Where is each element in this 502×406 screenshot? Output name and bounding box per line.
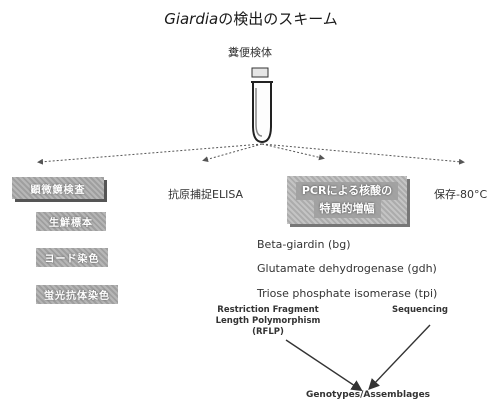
microscopy-item-fresh: 生鮮標本 <box>36 212 106 231</box>
storage-label: 保存-80°C <box>434 186 487 202</box>
arrow-sequencing-to-genotypes <box>372 325 430 386</box>
arrow-rflp-to-genotypes <box>286 340 358 388</box>
method-sequencing: Sequencing <box>380 305 460 316</box>
connector-pcr <box>262 144 322 158</box>
gene-bg: Beta-giardin (bg) <box>257 238 351 251</box>
gene-gdh: Glutamate dehydrogenase (gdh) <box>257 262 437 275</box>
microscopy-item-fluorescent: 蛍光抗体染色 <box>36 285 118 304</box>
gene-tpi: Triose phosphate isomerase (tpi) <box>257 287 437 300</box>
connector-microscopy <box>40 144 262 162</box>
pcr-line2: 特異的増幅 <box>314 200 381 218</box>
method-rflp: Restriction Fragment Length Polymorphism… <box>208 305 328 338</box>
specimen-tube-icon <box>251 68 273 142</box>
pcr-box: PCRによる核酸の 特異的増幅 <box>287 176 407 224</box>
microscopy-item-iodine: ヨード染色 <box>36 248 108 267</box>
microscopy-header: 顕微鏡検査 <box>31 181 86 196</box>
result-genotypes: Genotypes/Assemblages <box>288 390 448 400</box>
elisa-label: 抗原捕捉ELISA <box>168 186 243 202</box>
microscopy-header-box: 顕微鏡検査 <box>12 177 104 199</box>
pcr-line1: PCRによる核酸の <box>296 182 398 200</box>
connector-storage <box>262 144 462 162</box>
